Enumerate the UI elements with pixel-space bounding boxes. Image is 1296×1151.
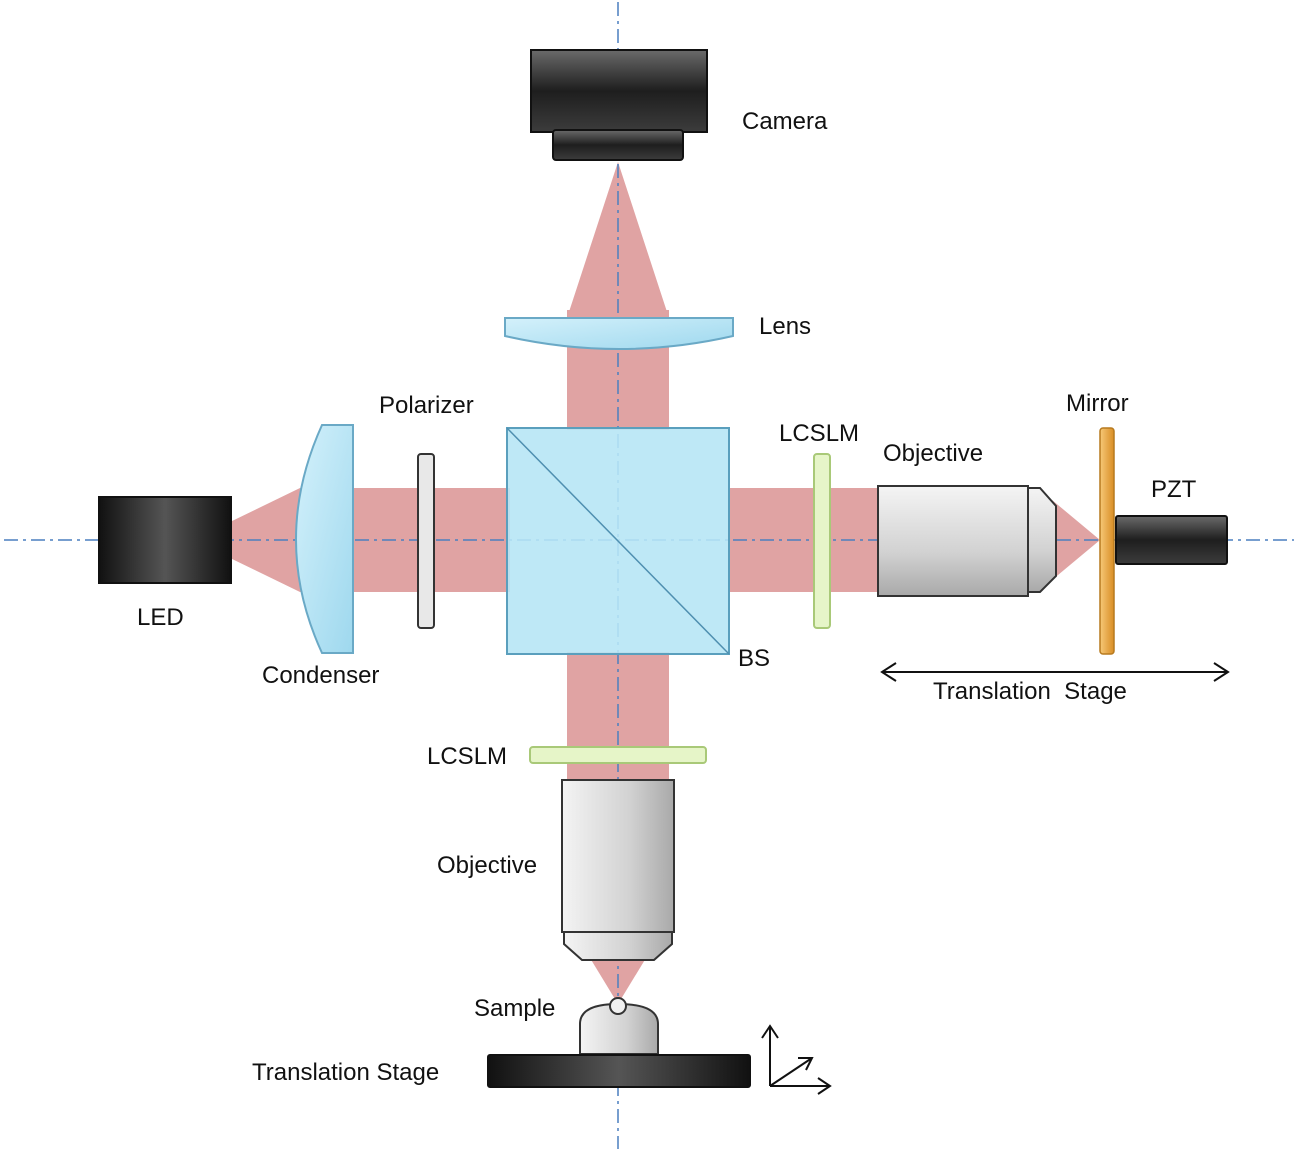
condenser-lens: [295, 424, 354, 654]
objective-right: [877, 485, 1057, 597]
reference-mirror: [1099, 427, 1115, 655]
sample-holder: [579, 997, 659, 1055]
translation-stage-bottom: [487, 1054, 751, 1088]
pzt-actuator: [1115, 515, 1228, 565]
objective-right-label: Objective: [883, 440, 984, 467]
sample-label: Sample: [474, 995, 556, 1022]
lens: [504, 317, 734, 350]
lcslm-right-label: LCSLM: [779, 420, 860, 447]
bs-label: BS: [738, 645, 771, 672]
lcslm-plate-bottom: [529, 746, 707, 764]
xyz-axes-icon: [761, 1024, 832, 1095]
camera-label: Camera: [742, 108, 828, 135]
objective-bottom: [561, 779, 675, 961]
translation-stage-right-arrow: [880, 662, 1230, 682]
horizontal-beam-right: [728, 488, 880, 592]
condenser-label: Condenser: [262, 662, 380, 689]
polarizer-label: Polarizer: [379, 392, 474, 419]
mirror-label: Mirror: [1066, 390, 1129, 417]
polarizer-plate: [417, 453, 435, 629]
lcslm-bottom-label: LCSLM: [427, 743, 508, 770]
led-cone-beam: [230, 488, 300, 592]
led-device: [98, 496, 232, 584]
translation-stage-right-label: Translation Stage: [933, 678, 1127, 705]
beam-splitter-cube: [506, 427, 730, 655]
lens-label: Lens: [759, 313, 812, 340]
led-label: LED: [137, 604, 184, 631]
lcslm-plate-right: [813, 453, 831, 629]
translation-stage-bottom-label: Translation Stage: [252, 1059, 440, 1086]
pzt-label: PZT: [1151, 476, 1197, 503]
camera-device: [530, 49, 708, 161]
objective-bottom-label: Objective: [437, 852, 538, 879]
